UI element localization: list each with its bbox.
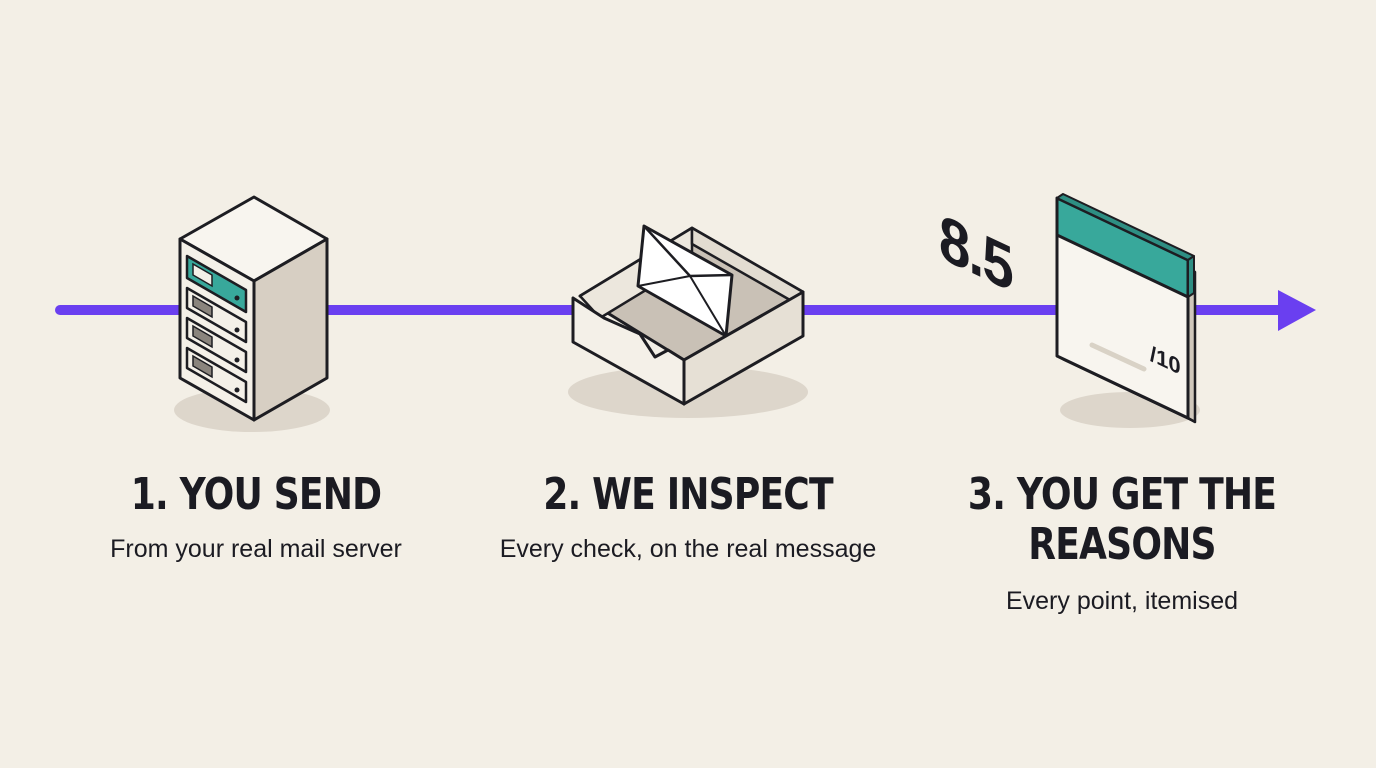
step-3-title-line-1: 3. YOU GET THE <box>967 469 1277 520</box>
score-underline <box>1089 342 1147 372</box>
score-card-icon: 8.5 /10 <box>939 193 1200 428</box>
score-value: 8.5 <box>939 201 1013 307</box>
inbox-tray-icon <box>568 224 808 418</box>
server-icon <box>174 195 330 432</box>
step-3-subtitle: Every point, itemised <box>1005 587 1239 615</box>
step-1-subtitle: From your real mail server <box>110 535 402 563</box>
step-1-title: 1. YOU SEND <box>130 469 382 520</box>
step-1: 1. YOU SEND From your real mail server <box>46 470 466 564</box>
arrowhead-icon <box>1278 290 1316 331</box>
step-3-title-line-2: REASONS <box>1028 519 1216 570</box>
step-2-title: 2. WE INSPECT <box>543 469 833 520</box>
step-2-subtitle: Every check, on the real message <box>499 535 877 563</box>
step-3: 3. YOU GET THE REASONS Every point, item… <box>912 470 1332 616</box>
step-2: 2. WE INSPECT Every check, on the real m… <box>478 470 898 564</box>
